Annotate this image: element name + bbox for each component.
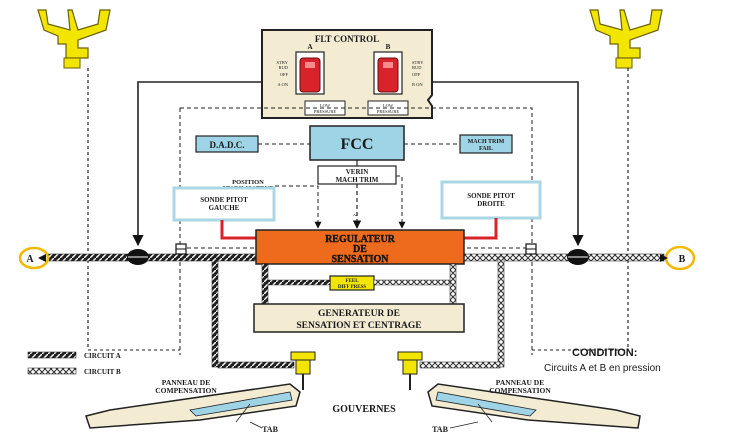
- flt-control-panel: FLT CONTROL A B STBY RUD OFF A ON STBY R…: [261, 29, 433, 119]
- svg-text:FEEL: FEEL: [345, 279, 359, 284]
- generateur-box: GENERATEUR DE SENSATION ET CENTRAGE: [253, 303, 465, 333]
- fcc-box: FCC: [309, 125, 405, 161]
- actuator-left: [290, 351, 316, 390]
- svg-text:DROITE: DROITE: [477, 200, 505, 208]
- panneau-right-2: COMPENSATION: [489, 386, 551, 395]
- legend-circuit-b: CIRCUIT B: [27, 367, 121, 376]
- svg-text:MACH TRIM: MACH TRIM: [468, 139, 505, 145]
- legend-circuit-a: CIRCUIT A: [27, 351, 121, 360]
- sonde-pitot-droite: SONDE PITOT DROITE: [440, 180, 542, 220]
- svg-text:SONDE PITOT: SONDE PITOT: [200, 196, 248, 204]
- mach-trim-fail-box: MACH TRIM FAIL: [459, 134, 513, 154]
- switch-a-guard[interactable]: [295, 51, 325, 95]
- svg-text:PRESSURE: PRESSURE: [377, 109, 400, 114]
- shutoff-valve-b: [567, 249, 589, 265]
- switch-a-pos-2: RUD: [278, 65, 288, 70]
- condition-text: Circuits A et B en pression: [544, 363, 661, 374]
- position-stab-label-1: POSITION: [232, 179, 264, 186]
- switch-b-guard[interactable]: [373, 51, 403, 95]
- switch-a-pos-3: OFF: [280, 72, 289, 77]
- pitot-symbol-right: [589, 9, 663, 69]
- dadc-label: D.A.D.C.: [210, 140, 245, 150]
- actuator-right: [397, 351, 423, 390]
- svg-text:DE: DE: [353, 244, 367, 255]
- svg-text:GENERATEUR DE: GENERATEUR DE: [318, 309, 400, 319]
- svg-text:PRESSURE: PRESSURE: [314, 109, 337, 114]
- elevator-left: [85, 383, 301, 429]
- circuit-a-marker: A: [18, 246, 50, 270]
- low-pressure-light-b: LOW PRESSURE: [367, 100, 409, 116]
- switch-b-label: B: [386, 43, 391, 51]
- switch-b-pos-1: STBY: [412, 60, 424, 65]
- panneau-left-2: COMPENSATION: [155, 386, 217, 395]
- circuit-b-line: [463, 253, 665, 262]
- feel-diff-press-box: FEEL DIFF PRESS: [329, 275, 375, 291]
- svg-text:A: A: [26, 254, 34, 265]
- switch-a-pos-4: A ON: [277, 82, 288, 87]
- svg-text:REGULATEUR: REGULATEUR: [325, 234, 396, 245]
- low-pressure-light-a: LOW PRESSURE: [304, 100, 346, 116]
- sonde-pitot-gauche: SONDE PITOT GAUCHE: [172, 186, 276, 222]
- svg-text:B: B: [679, 254, 686, 265]
- flt-control-title: FLT CONTROL: [315, 34, 379, 44]
- pitot-symbol-left: [37, 9, 111, 69]
- switch-b-pos-3: OFF: [412, 72, 421, 77]
- pressure-switch-a: [175, 243, 187, 255]
- panneau-left-1: PANNEAU DE: [162, 378, 210, 387]
- gouvernes-label: GOUVERNES: [332, 404, 396, 415]
- switch-a-label: A: [307, 43, 312, 51]
- switch-a-pos-1: STBY: [276, 60, 288, 65]
- circuit-b-marker: B: [660, 245, 696, 271]
- svg-text:CIRCUIT B: CIRCUIT B: [84, 368, 121, 376]
- verin-mach-trim-box: VERIN MACH TRIM: [317, 165, 397, 185]
- elevator-right: [427, 383, 641, 429]
- svg-text:GAUCHE: GAUCHE: [209, 204, 240, 212]
- pressure-switch-b: [525, 243, 537, 255]
- dadc-box: D.A.D.C.: [195, 135, 259, 153]
- svg-text:LOW: LOW: [383, 103, 394, 108]
- svg-text:SONDE PITOT: SONDE PITOT: [467, 192, 515, 200]
- svg-text:FAIL: FAIL: [479, 146, 493, 152]
- svg-text:LOW: LOW: [320, 103, 331, 108]
- svg-text:SENSATION: SENSATION: [331, 254, 389, 265]
- svg-text:SENSATION ET CENTRAGE: SENSATION ET CENTRAGE: [296, 321, 421, 331]
- tab-right-label: TAB: [432, 425, 449, 434]
- regulateur-sensation-box: REGULATEUR DE SENSATION: [255, 229, 465, 265]
- svg-text:VERIN: VERIN: [346, 168, 369, 176]
- svg-text:~: ~: [353, 211, 358, 220]
- shutoff-valve-a: [127, 249, 149, 265]
- svg-text:DIFF PRESS: DIFF PRESS: [338, 285, 367, 290]
- panneau-right-1: PANNEAU DE: [496, 378, 544, 387]
- tab-left-label: TAB: [262, 425, 279, 434]
- switch-b-pos-4: B ON: [412, 82, 423, 87]
- condition-title: CONDITION:: [572, 347, 637, 359]
- switch-b-pos-2: RUD: [412, 65, 422, 70]
- svg-text:CIRCUIT A: CIRCUIT A: [84, 352, 121, 360]
- svg-text:MACH TRIM: MACH TRIM: [336, 176, 379, 184]
- fcc-label: FCC: [341, 136, 374, 153]
